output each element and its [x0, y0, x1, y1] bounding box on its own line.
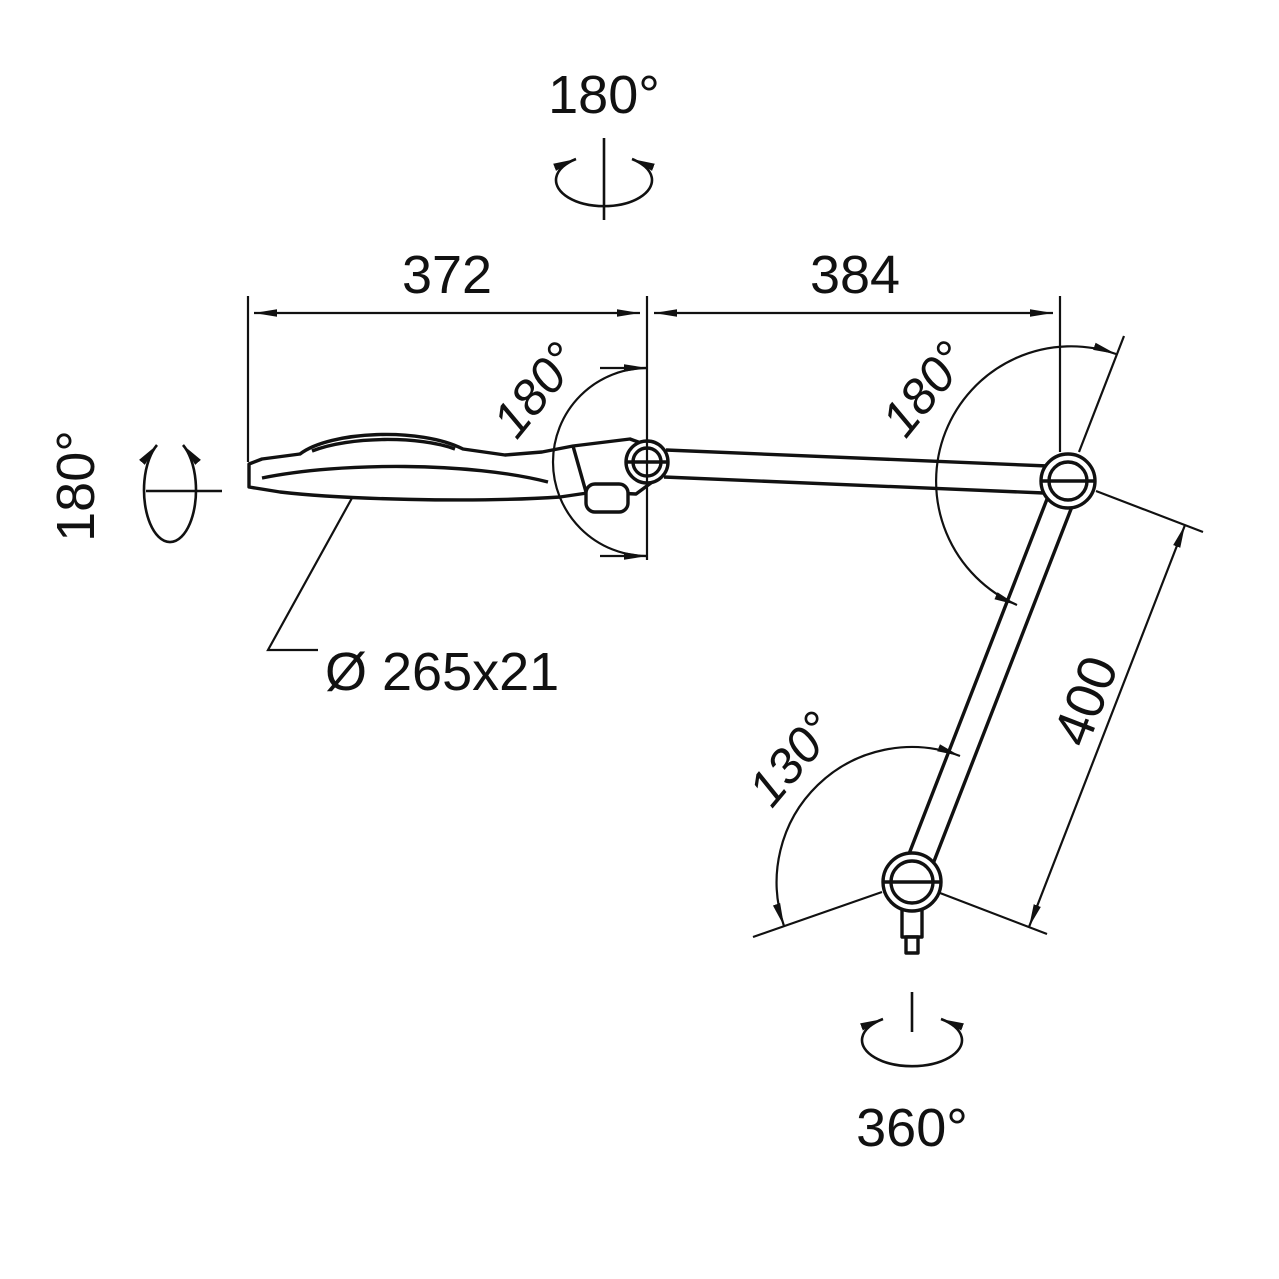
rotation-arrow-left — [139, 444, 201, 544]
dimension-400-label: 400 — [1042, 648, 1130, 754]
rotation-arrow-base — [860, 1017, 964, 1068]
extension-line-400-bottom — [939, 891, 1048, 936]
lower-arm-right-edge — [922, 485, 1082, 888]
dimension-lines — [246, 296, 1204, 939]
arc-shoulder-180 — [935, 342, 1117, 607]
rotation-symbol-top — [553, 138, 655, 220]
shoulder-angle-label: 180° — [871, 331, 980, 447]
leader-line-head-diameter — [266, 497, 353, 652]
lower-arm-left-edge — [898, 475, 1058, 878]
dimension-372-label: 372 — [402, 245, 492, 305]
upper-arm-top-edge — [665, 448, 1049, 468]
head-bracket-line — [571, 445, 588, 493]
rotation-symbols — [139, 138, 964, 1068]
elbow-angle-label: 180° — [482, 332, 591, 448]
top-rotation-label: 180° — [548, 65, 660, 125]
shoulder-angle-ray — [1077, 335, 1126, 453]
arc-elbow-180 — [551, 364, 648, 560]
rotation-arrow-top — [553, 157, 655, 208]
lamp-head-rim-line — [261, 464, 549, 484]
base-rotation-label: 360° — [856, 1098, 968, 1158]
lamp-assembly — [247, 296, 1097, 955]
labels: 180° 372 384 180° 180° 180° 130° 400 Ø 2… — [46, 65, 1130, 1158]
upper-arm-bottom-edge — [663, 475, 1045, 495]
lamp-lens-arc — [311, 437, 456, 453]
base-stem-knob — [904, 935, 920, 955]
rotation-symbol-left — [139, 444, 222, 544]
head-hinge-knuckle — [584, 482, 630, 514]
head-diameter-label: Ø 265x21 — [325, 642, 559, 702]
extension-line-400-top — [1095, 489, 1204, 534]
dimension-384-label: 384 — [810, 245, 900, 305]
rotation-symbol-base — [860, 992, 964, 1068]
left-rotation-label: 180° — [46, 430, 106, 542]
arc-lower-130 — [772, 744, 961, 927]
dimension-line-400 — [1027, 524, 1187, 928]
base-joint — [881, 851, 943, 955]
lower-angle-label: 130° — [737, 701, 846, 816]
lower-angle-ray — [752, 890, 883, 939]
shoulder-joint — [1039, 452, 1097, 510]
